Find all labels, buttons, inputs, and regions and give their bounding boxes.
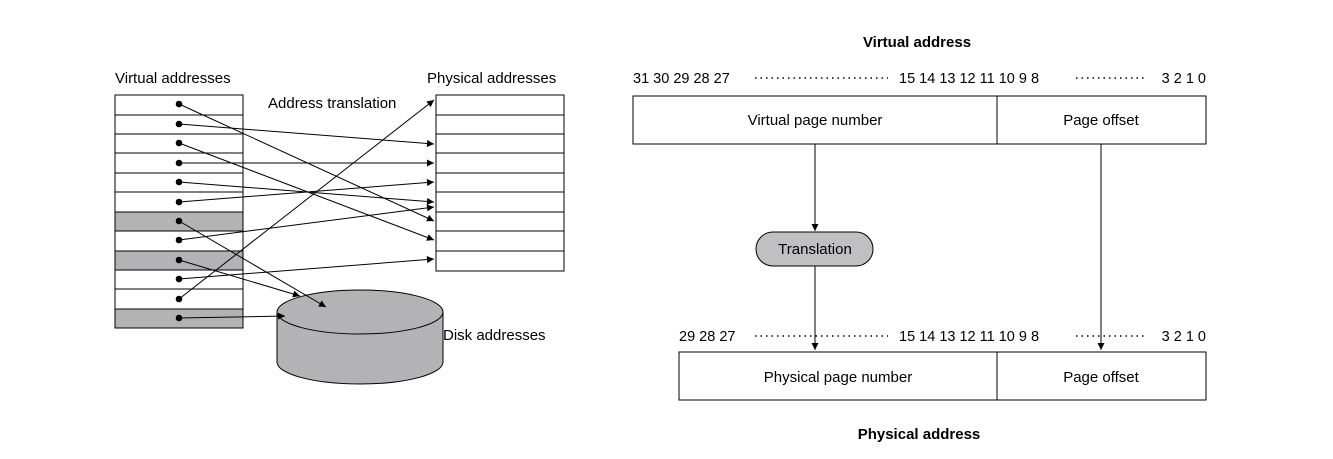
address-translation-label: Address translation [268,95,396,112]
physical-address-box [678,351,1207,401]
physical-addresses-label: Physical addresses [427,70,556,87]
disk-addresses-label: Disk addresses [443,327,546,344]
virtual-address-title: Virtual address [863,34,971,51]
physical-bits-mid: 15 14 13 12 11 10 9 8 [899,329,1039,345]
virtual-bits-high: 31 30 29 28 27 [633,71,730,87]
virtual-bits-low: 3 2 1 0 [1162,71,1206,87]
virtual-address-box [632,95,1207,145]
virtual-page-offset-field: Page offset [1063,112,1139,129]
translation-pill [755,231,874,267]
virtual-page-number-field: Virtual page number [748,112,883,129]
virtual-addresses-label: Virtual addresses [115,70,231,87]
physical-page-offset-field: Page offset [1063,369,1139,386]
physical-bits-low: 3 2 1 0 [1162,329,1206,345]
virtual-bits-mid: 15 14 13 12 11 10 9 8 [899,71,1039,87]
virtual-page-table [114,94,244,329]
physical-page-number-field: Physical page number [764,369,912,386]
physical-page-table [435,94,565,272]
mapping-arrows [178,99,435,320]
physical-address-title: Physical address [858,426,981,443]
translation-label: Translation [778,241,852,258]
disk-icon [276,289,444,385]
page-entry-dots [175,100,183,322]
physical-bits-high: 29 28 27 [679,329,735,345]
